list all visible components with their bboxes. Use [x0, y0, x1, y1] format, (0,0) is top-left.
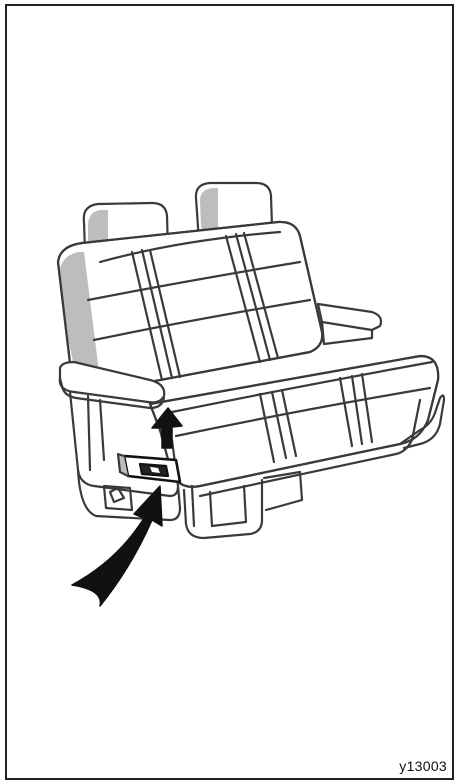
figure-code: y13003 [399, 758, 447, 774]
seat-cushion-icon [150, 356, 438, 496]
right-armrest-icon [318, 304, 381, 344]
